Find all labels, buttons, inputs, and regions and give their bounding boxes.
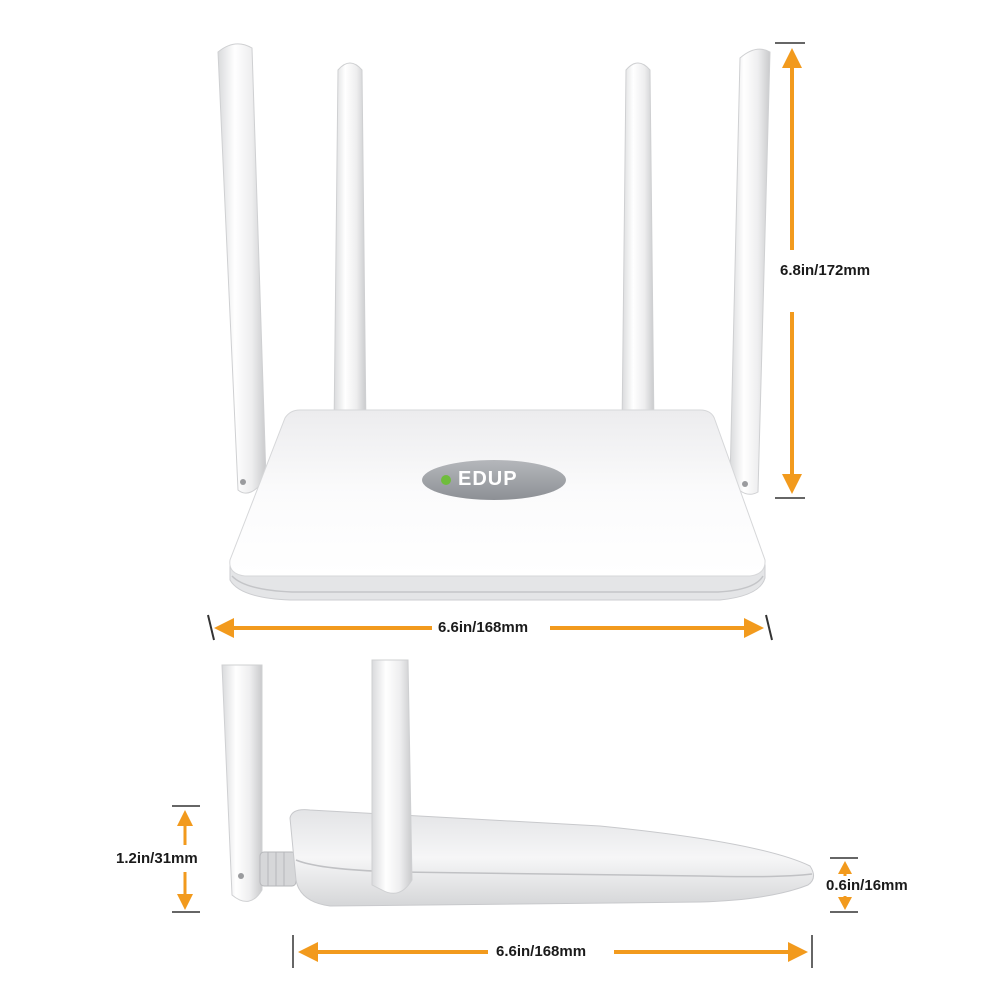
antenna-rear-left	[333, 62, 367, 431]
side-thickness-dimension-line	[830, 857, 858, 913]
brand-logo-text: EDUP	[458, 468, 518, 490]
top-width-dimension-line	[207, 614, 773, 641]
side-height-dimension-line	[172, 805, 200, 913]
antenna-height-label: 6.8in/172mm	[776, 262, 875, 279]
antenna-outer-right	[729, 48, 771, 495]
antenna-outer-left	[217, 43, 267, 494]
router-top-body	[229, 409, 766, 601]
antenna-height-dimension-line	[775, 42, 805, 499]
side-length-label: 6.6in/168mm	[492, 943, 591, 960]
antenna-side-center	[371, 659, 413, 894]
side-thickness-label: 0.6in/16mm	[822, 877, 912, 894]
router-side-body	[289, 809, 814, 907]
antenna-rear-right	[621, 62, 655, 431]
side-height-label: 1.2in/31mm	[112, 850, 202, 867]
top-width-label: 6.6in/168mm	[434, 619, 533, 636]
brand-logo	[422, 460, 566, 500]
antenna-side-left	[221, 664, 297, 902]
side-length-dimension-line	[292, 935, 813, 968]
